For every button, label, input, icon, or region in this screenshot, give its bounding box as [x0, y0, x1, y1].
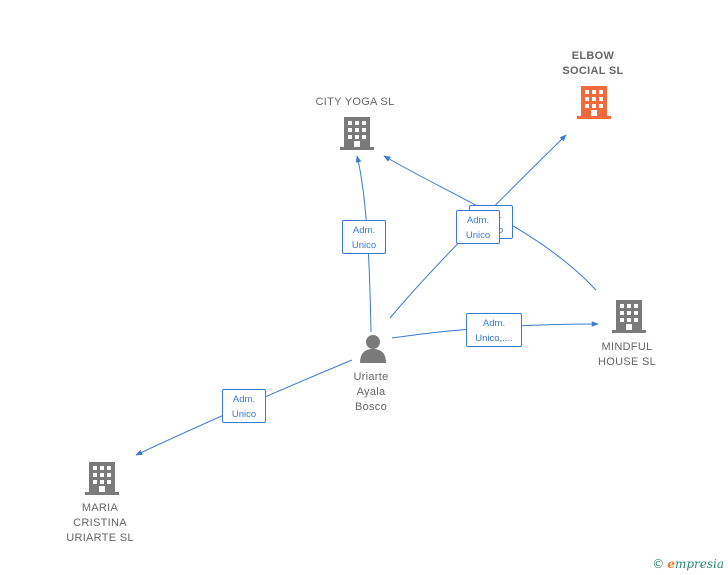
node-label-mindful-house[interactable]: MINDFUL HOUSE SL	[597, 341, 657, 368]
building-icon	[577, 86, 611, 119]
building-icon	[340, 117, 374, 150]
edge-label-maria[interactable]: Adm. Unico	[222, 389, 266, 423]
node-label-person[interactable]: Uriarte Ayala Bosco	[353, 371, 389, 413]
building-icon	[85, 462, 119, 495]
node-label-city-yoga[interactable]: CITY YOGA SL	[315, 96, 395, 108]
copyright-symbol: ©	[652, 557, 665, 571]
building-icon	[612, 300, 646, 333]
edge-label-mindful[interactable]: Adm. Unico,....	[466, 313, 522, 347]
edge-label-city-yoga[interactable]: Adm. Unico	[342, 220, 386, 254]
person-icon	[360, 335, 386, 363]
edge-label-elbow-front[interactable]: Adm. Unico	[456, 210, 500, 244]
node-label-maria-cristina[interactable]: MARIA CRISTINA URIARTE SL	[66, 502, 134, 544]
node-label-elbow-social[interactable]: ELBOW SOCIAL SL	[562, 50, 624, 77]
brand-logo-e: e	[667, 557, 675, 571]
brand-footer: ©empresia	[652, 557, 724, 571]
brand-name: mpresia	[674, 557, 724, 571]
